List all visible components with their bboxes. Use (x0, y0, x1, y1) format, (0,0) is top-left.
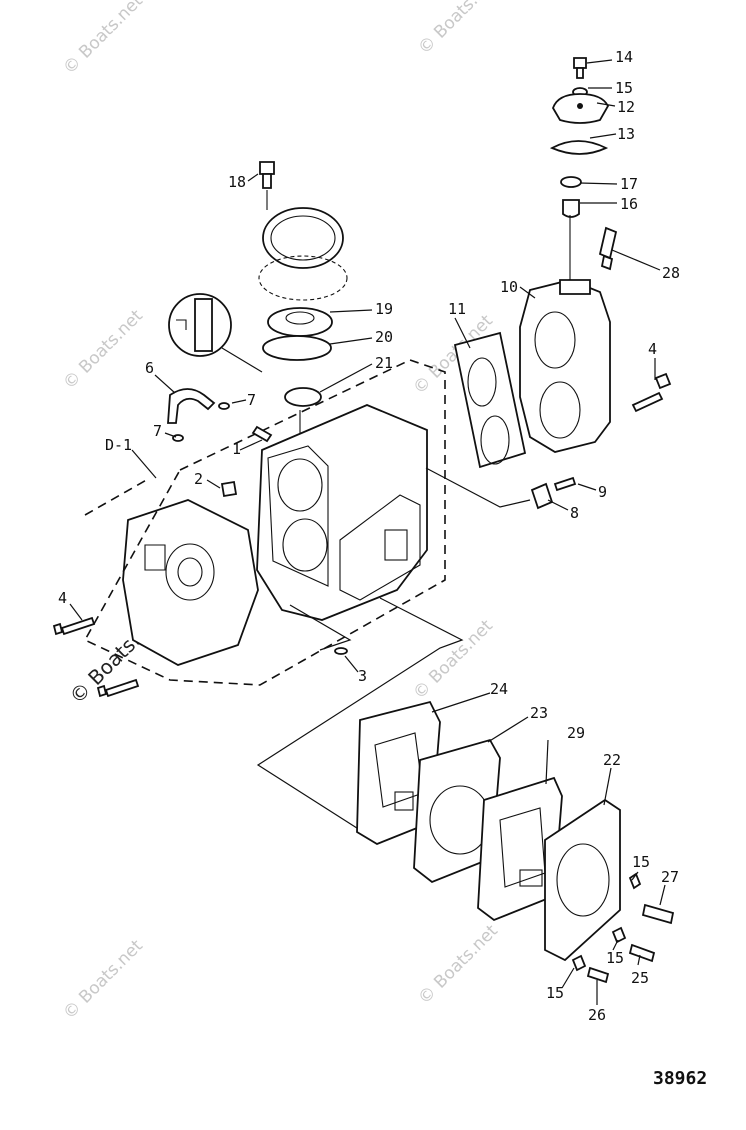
callout-13: 13 (617, 125, 635, 143)
leader-lines-upper (69, 59, 661, 831)
detail-inset (168, 293, 263, 373)
callout-1: 1 (232, 440, 241, 458)
callout-25: 25 (631, 969, 649, 987)
watermark: © Boats.net (59, 0, 147, 79)
upper-seal-assembly (258, 161, 348, 440)
figure-number: 38962 (653, 1068, 707, 1089)
callout-23: 23 (530, 704, 548, 722)
callout-15: 15 (615, 79, 633, 97)
bolts (52, 372, 672, 698)
callout-7-a: 7 (247, 391, 256, 409)
cylinder-head (519, 279, 611, 453)
callout-11: 11 (448, 300, 466, 318)
callout-3: 3 (358, 667, 367, 685)
crankcase-cover (122, 499, 259, 666)
callout-9: 9 (598, 483, 607, 501)
callout-14: 14 (615, 48, 633, 66)
callout-22: 22 (603, 751, 621, 769)
callout-10: 10 (500, 278, 518, 296)
callout-16: 16 (620, 195, 638, 213)
thermostat-stack (549, 57, 610, 290)
leader-lines-lower (431, 692, 666, 1005)
callout-21: 21 (375, 354, 393, 372)
callout-6: 6 (145, 359, 154, 377)
spark-plug (598, 226, 618, 271)
callout-d-1: D-1 (105, 436, 132, 454)
watermark: © Boats.net (414, 921, 502, 1009)
callout-26: 26 (588, 1006, 606, 1024)
callout-19: 19 (375, 300, 393, 318)
callout-4-left: 4 (58, 589, 67, 607)
callout-2: 2 (194, 470, 203, 488)
callout-20: 20 (375, 328, 393, 346)
callout-8: 8 (570, 504, 579, 522)
watermark: © Boats.net (414, 0, 502, 59)
callout-24: 24 (490, 680, 508, 698)
watermark: © Boats.net (59, 936, 147, 1024)
watermark: © Boats.net (59, 306, 147, 394)
callout-15-a: 15 (632, 853, 650, 871)
callout-labels: 14 15 12 13 17 16 28 18 19 20 21 10 11 4… (58, 48, 680, 1024)
callout-12: 12 (617, 98, 635, 116)
assembly-dashed-outline (83, 359, 446, 686)
callout-15-b: 15 (606, 949, 624, 967)
callout-17: 17 (620, 175, 638, 193)
hose (167, 388, 216, 424)
callout-28: 28 (662, 264, 680, 282)
head-gasket (453, 331, 527, 469)
callout-29: 29 (567, 724, 585, 742)
reed-plate-stack (356, 700, 675, 984)
callout-4-right: 4 (648, 340, 657, 358)
callout-18: 18 (228, 173, 246, 191)
crankcase-block (256, 404, 428, 621)
callout-15-c: 15 (546, 984, 564, 1002)
callout-7-b: 7 (153, 422, 162, 440)
callout-27: 27 (661, 868, 679, 886)
